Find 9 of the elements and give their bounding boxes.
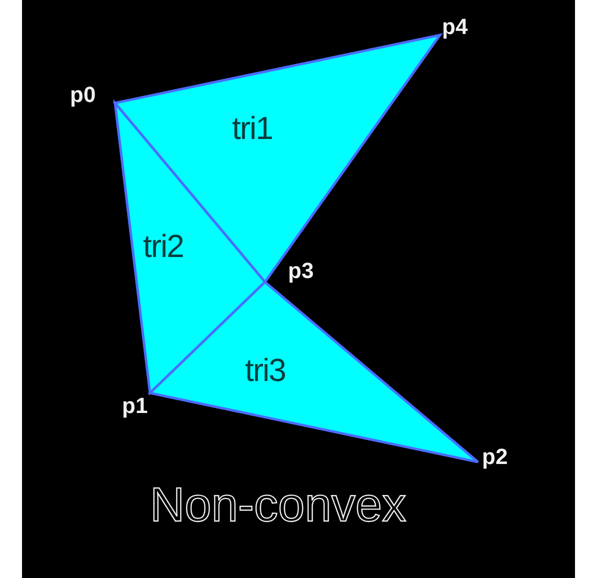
triangle-label: tri3: [245, 352, 286, 389]
triangle-label: tri1: [232, 110, 272, 147]
point-label: p1: [122, 393, 148, 419]
point-label: p4: [442, 14, 468, 40]
point-label: p0: [70, 82, 96, 108]
point-label: p3: [288, 258, 314, 284]
triangle-label: tri2: [143, 228, 184, 265]
caption-text: Non-convex: [150, 478, 406, 533]
point-label: p2: [482, 444, 508, 470]
